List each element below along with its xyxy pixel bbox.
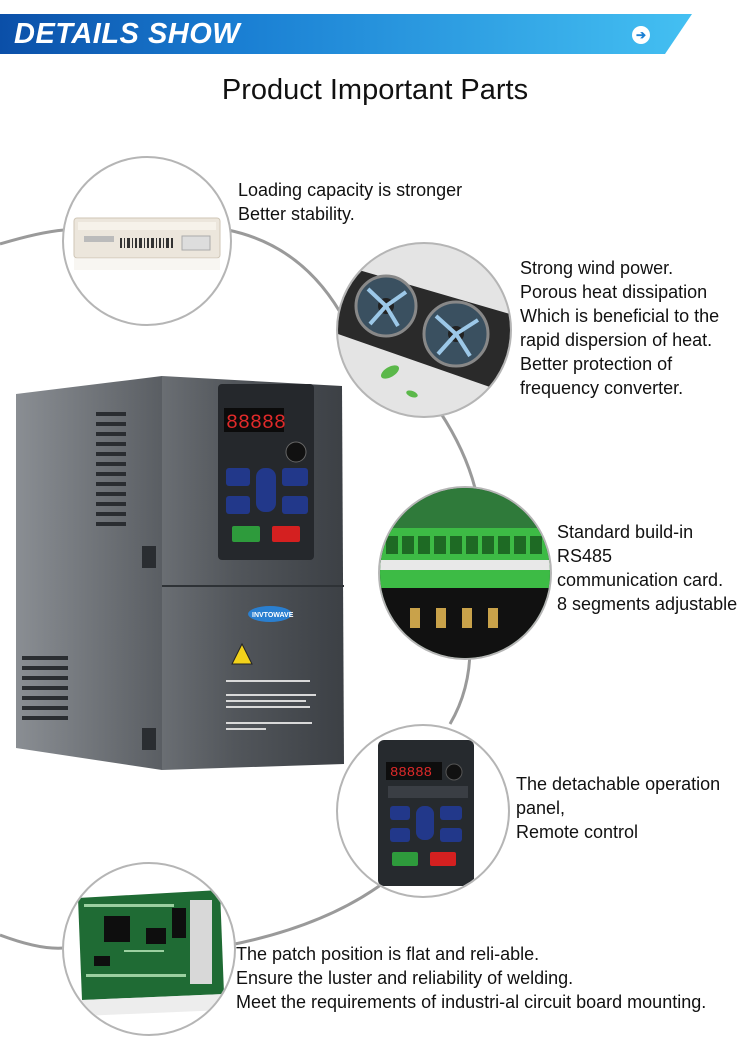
arrow-right-icon[interactable]: ➔ (632, 26, 650, 44)
fan-icon (422, 300, 490, 368)
feature-caption-1: Loading capacity is stronger Better stab… (238, 180, 463, 224)
device-display: 88888 (226, 412, 286, 435)
feature-caption-4: The detachable operation panel, Remote c… (516, 774, 721, 842)
keypad-image: 88888 (336, 724, 510, 898)
feature-caption-5: The patch position is flat and reli-able… (236, 944, 707, 1012)
warning-icon (231, 642, 253, 665)
page-title: Product Important Parts (221, 74, 529, 106)
cooling-fan-image (336, 242, 512, 418)
brand-logo: INVTOWAVE (252, 612, 294, 619)
feature-caption-2: Strong wind power. Porous heat dissipati… (520, 258, 720, 398)
feature-caption-3: Standard build-in RS485 communication ca… (557, 522, 738, 614)
fan-icon (354, 274, 418, 338)
details-banner (0, 14, 692, 54)
igbt-module-image (62, 156, 232, 326)
keypad-display: 88888 (390, 765, 432, 781)
terminal-board-image (378, 486, 552, 660)
frequency-converter-image: 88888 INVTOWAVE (16, 376, 344, 770)
banner-title: DETAILS SHOW (14, 18, 241, 50)
control-pcb-image (62, 862, 236, 1036)
